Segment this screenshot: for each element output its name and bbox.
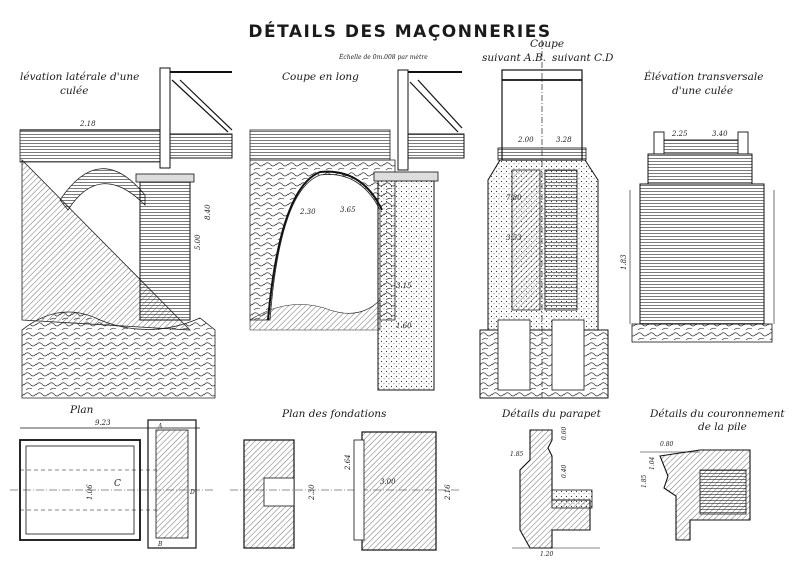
dim-27: 0.80 (660, 441, 674, 448)
elevation-transversale-view: 2.25 3.40 1.83 (620, 130, 775, 343)
dim-20: 1.85 (510, 451, 524, 458)
dim-5: 2.30 (299, 208, 316, 216)
dim-13: 2.25 (671, 130, 688, 138)
dim-19: 0.40 (561, 464, 568, 478)
plan-mark-b: B (157, 541, 163, 548)
dim-11: 7.80 (506, 194, 522, 202)
scale-note: Échelle de 0m.008 par mètre (339, 54, 428, 61)
details-couronnement-view: 0.80 1.85 1.04 (640, 441, 751, 541)
dim-3: 1.83 (620, 254, 628, 270)
dim-21: 1.20 (540, 551, 554, 558)
label-elevation-laterale-2: culée (60, 85, 89, 97)
elevation-laterale-view: 2.18 8.40 5.00 (19, 67, 233, 399)
label-coupe-en-long: Coupe en long (282, 71, 359, 83)
label-plan: Plan (70, 404, 94, 416)
dim-8: 1.60 (396, 322, 412, 330)
dim-14: 3.40 (712, 130, 728, 138)
plan-mark-c: C (114, 479, 121, 489)
dim-24: 3.00 (380, 478, 396, 486)
coupe-ab-cd-view: 2.00 3.28 7.80 3.53 (479, 40, 609, 400)
page-title: DÉTAILS DES MAÇONNERIES (248, 22, 552, 42)
dim-25: 1.85 (641, 474, 648, 488)
dim-26: 1.04 (649, 456, 656, 470)
plan-fondations-view: 2.30 3.00 2.16 2.64 (230, 431, 460, 551)
dim-7: 3.15 (396, 282, 412, 290)
label-coupe-cd: suivant C.D (552, 52, 614, 64)
dim-15: 9.23 (95, 419, 111, 427)
label-elevation-transversale-2: d'une culée (672, 85, 734, 97)
plan-view: 9.23 C A B D 1.06 (10, 419, 215, 549)
label-plan-fondations: Plan des fondations (282, 408, 387, 420)
dim-6: 3.65 (340, 206, 356, 214)
dim-16: 1.06 (86, 484, 94, 500)
details-parapet-view: 0.60 0.40 1.85 1.20 (510, 426, 600, 558)
label-details-couronnement-2: de la pile (698, 421, 747, 433)
dim-10: 3.28 (556, 136, 572, 144)
plan-mark-a: A (157, 423, 163, 430)
coupe-en-long-view: 2.30 3.65 3.15 1.60 (249, 69, 465, 391)
label-elevation-laterale-1: lévation latérale d'une (20, 71, 140, 83)
dim-12: 3.53 (506, 234, 522, 242)
dim-18: 0.60 (561, 426, 568, 440)
dim-4: 5.00 (194, 234, 202, 250)
dim-1: 2.18 (79, 120, 96, 128)
dim-22: 2.16 (444, 484, 452, 501)
dim-23: 2.64 (344, 454, 352, 471)
label-elevation-transversale-1: Élévation transversale (644, 71, 764, 83)
label-coupe-ab: suivant A.B. (482, 52, 546, 64)
dim-9: 2.00 (517, 136, 534, 144)
label-coupe: Coupe (530, 38, 565, 50)
dim-2: 8.40 (204, 204, 212, 220)
label-details-couronnement-1: Détails du couronnement (650, 408, 785, 420)
plan-mark-d: D (189, 489, 195, 496)
label-details-parapet: Détails du parapet (502, 408, 601, 420)
dim-17: 2.30 (308, 484, 316, 501)
